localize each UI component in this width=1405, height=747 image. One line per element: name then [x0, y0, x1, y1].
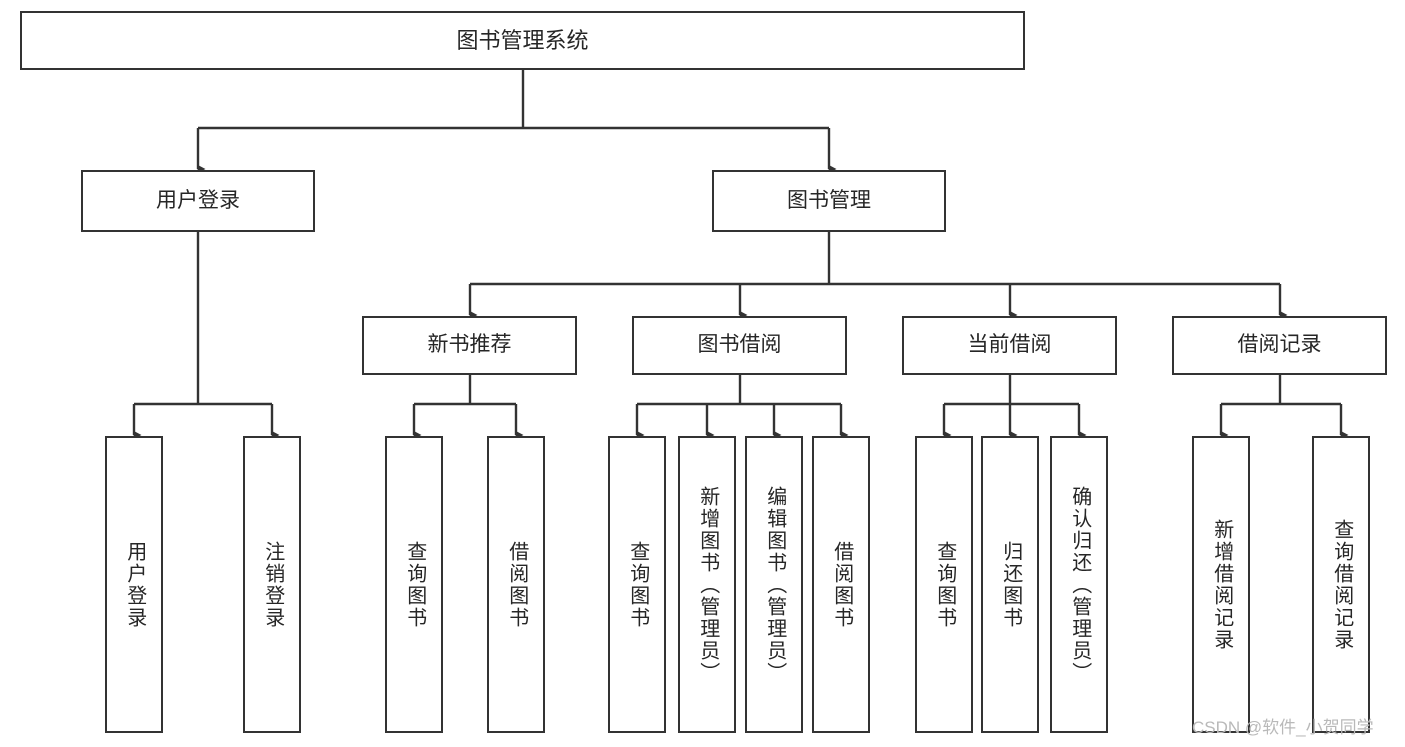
- node-label: 编辑图书（管理员）: [763, 485, 786, 684]
- node-label: 用户登录: [123, 540, 146, 629]
- node-new-book-rec[interactable]: 新书推荐: [362, 316, 577, 375]
- node-label: 查询图书: [933, 540, 956, 629]
- node-label: 借阅图书: [830, 540, 853, 629]
- node-leaf-confirm-return[interactable]: 确认归还（管理员）: [1050, 436, 1108, 733]
- node-label: 图书管理系统: [456, 27, 589, 53]
- watermark: CSDN @软件_小贺同学: [1192, 718, 1374, 737]
- node-label: 确认归还（管理员）: [1068, 485, 1091, 684]
- node-leaf-borrow-book-2[interactable]: 借阅图书: [812, 436, 870, 733]
- node-leaf-add-book[interactable]: 新增图书（管理员）: [678, 436, 736, 733]
- node-label: 归还图书: [999, 540, 1022, 629]
- node-leaf-return-book[interactable]: 归还图书: [981, 436, 1039, 733]
- node-label: 查询图书: [403, 540, 426, 629]
- node-leaf-user-login[interactable]: 用户登录: [105, 436, 163, 733]
- node-leaf-query-book-3[interactable]: 查询图书: [915, 436, 973, 733]
- node-label: 查询图书: [626, 540, 649, 629]
- node-borrow-record[interactable]: 借阅记录: [1172, 316, 1387, 375]
- node-label: 图书借阅: [697, 333, 782, 357]
- node-label: 新书推荐: [427, 333, 512, 357]
- node-label: 查询借阅记录: [1330, 518, 1353, 651]
- node-leaf-edit-book[interactable]: 编辑图书（管理员）: [745, 436, 803, 733]
- node-label: 图书管理: [787, 188, 871, 212]
- node-root[interactable]: 图书管理系统: [20, 11, 1025, 70]
- node-label: 用户登录: [156, 188, 240, 212]
- node-label: 新增图书（管理员）: [696, 485, 719, 684]
- node-current-borrow[interactable]: 当前借阅: [902, 316, 1117, 375]
- node-book-borrow[interactable]: 图书借阅: [632, 316, 847, 375]
- node-leaf-add-record[interactable]: 新增借阅记录: [1192, 436, 1250, 733]
- node-user-login[interactable]: 用户登录: [81, 170, 315, 232]
- node-label: 借阅图书: [505, 540, 528, 629]
- node-label: 借阅记录: [1237, 333, 1322, 357]
- edges-group: [132, 70, 1349, 440]
- node-leaf-query-book-2[interactable]: 查询图书: [608, 436, 666, 733]
- node-leaf-borrow-book-1[interactable]: 借阅图书: [487, 436, 545, 733]
- node-book-manage[interactable]: 图书管理: [712, 170, 946, 232]
- node-leaf-logout[interactable]: 注销登录: [243, 436, 301, 733]
- node-label: 注销登录: [261, 540, 284, 629]
- node-leaf-query-record[interactable]: 查询借阅记录: [1312, 436, 1370, 733]
- node-leaf-query-book-1[interactable]: 查询图书: [385, 436, 443, 733]
- node-label: 新增借阅记录: [1210, 518, 1233, 651]
- node-label: 当前借阅: [967, 333, 1052, 357]
